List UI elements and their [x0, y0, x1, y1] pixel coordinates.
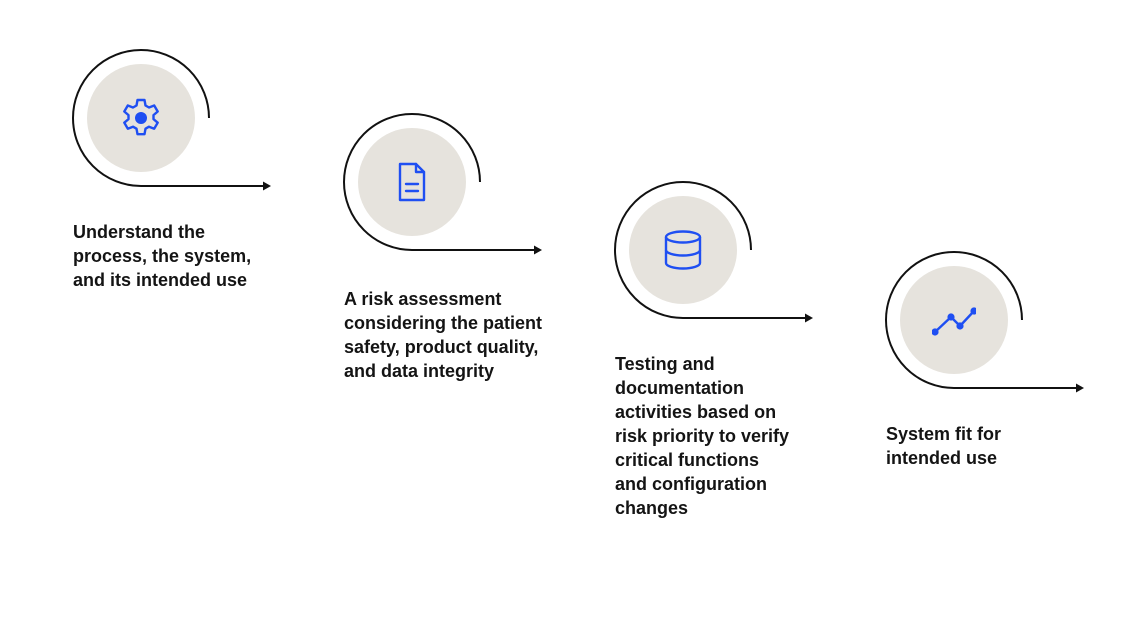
step-1-label: Understand the process, the system, and …	[73, 222, 252, 290]
document-icon	[398, 162, 426, 202]
step-2-arrow-ring	[343, 113, 542, 255]
step-4-label: System fit for intended use	[886, 424, 1002, 468]
step-3-label: Testing and documentation activities bas…	[615, 354, 790, 518]
gear-icon	[123, 98, 159, 136]
step-4-arrow-ring	[885, 251, 1084, 393]
step-1-arrow-ring	[72, 49, 271, 191]
step-3-arrow-ring	[614, 181, 813, 323]
step-2-label: A risk assessment considering the patien…	[344, 289, 543, 381]
database-icon	[664, 230, 702, 270]
line-chart-icon	[932, 307, 976, 336]
